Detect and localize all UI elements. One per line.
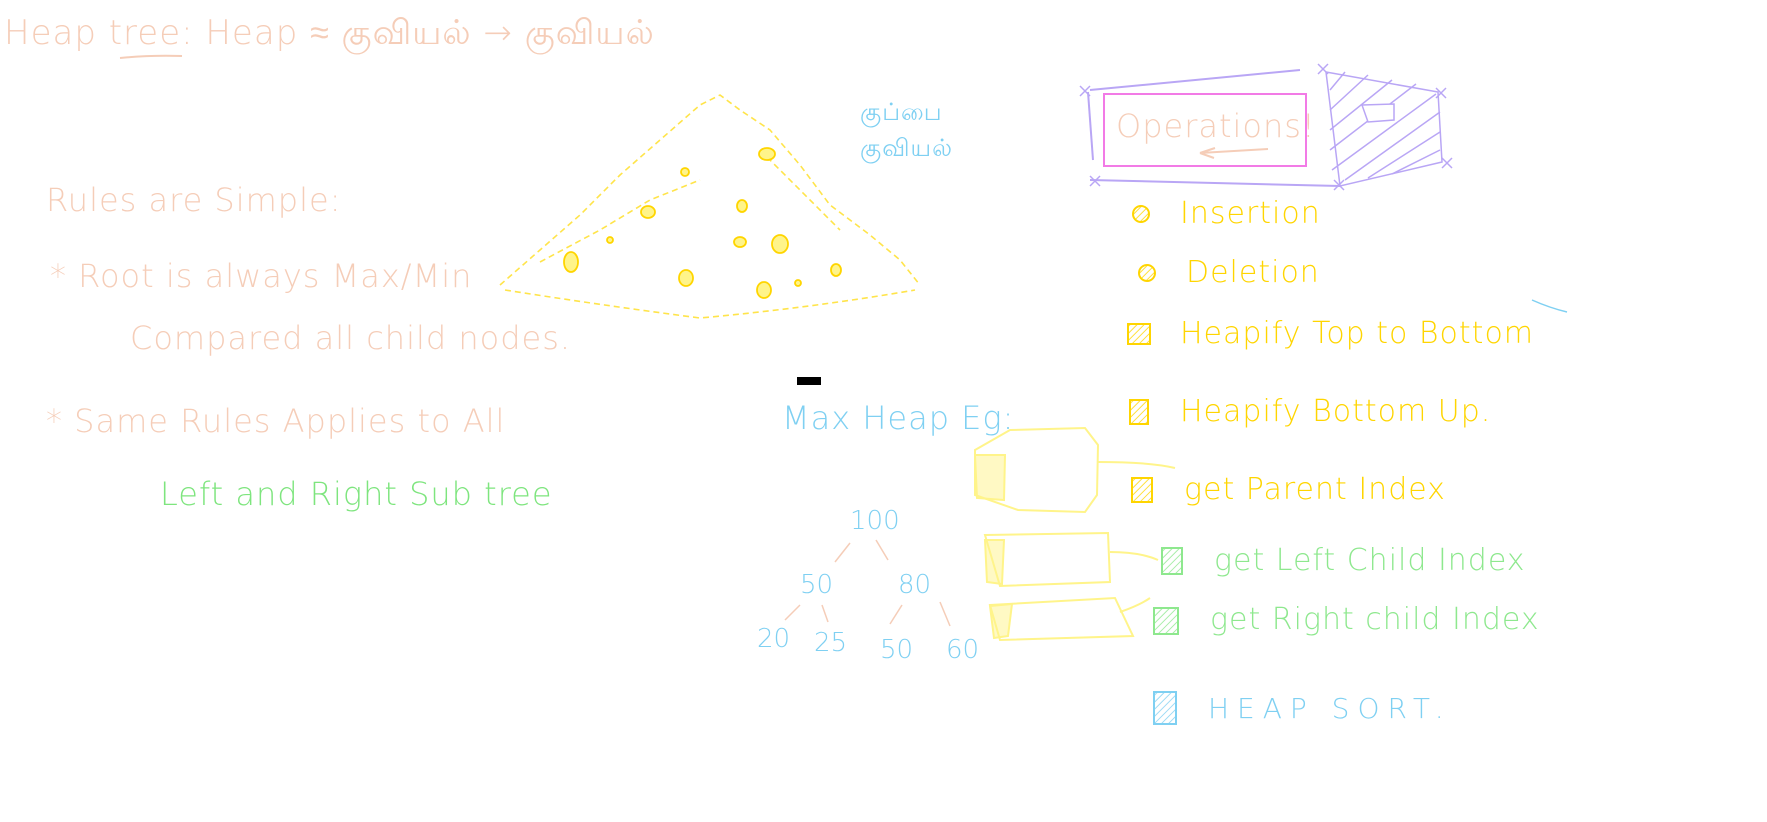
tree-node-root: 100 <box>850 506 900 536</box>
page-title: Heap tree: Heap ≈ குவியல் → குவியல் <box>4 13 655 53</box>
operations-title: Operations! <box>1116 107 1316 145</box>
rubbish-pile-illustration <box>499 94 921 319</box>
operation-label: get Right child Index <box>1210 602 1540 637</box>
operation-label: get Left Child Index <box>1214 543 1526 578</box>
operation-insertion: Insertion <box>1130 196 1321 231</box>
operation-label: Insertion <box>1180 196 1321 231</box>
tree-node-left-right: 25 <box>814 628 848 658</box>
title-underline <box>119 54 183 59</box>
operation-get-left-child-index: get Left Child Index <box>1160 543 1526 578</box>
operation-label: Heapify Bottom Up. <box>1180 394 1492 429</box>
square-bullet-icon <box>1131 476 1153 503</box>
black-marker-mark <box>797 377 821 385</box>
pile-label: குப்பை குவியல் <box>860 94 953 166</box>
rule-1-line-1: * Root is always Max/Min <box>50 257 473 295</box>
operation-get-parent-index: get Parent Index <box>1130 472 1446 507</box>
rule-2-line-1: * Same Rules Applies to All <box>46 402 506 440</box>
max-heap-label: Max Heap Eg: <box>782 399 1015 437</box>
square-bullet-icon <box>1127 322 1151 345</box>
rubbish-pile-blobs <box>563 147 842 299</box>
operation-label: get Parent Index <box>1184 472 1446 507</box>
operation-deletion: Deletion <box>1136 255 1320 290</box>
tree-node-right-right: 60 <box>946 635 980 665</box>
rules-heading: Rules are Simple: <box>46 181 342 219</box>
pile-label-line-2: குவியல் <box>860 134 953 162</box>
tree-node-right: 80 <box>898 570 932 600</box>
operations-shaded-box <box>1325 71 1443 187</box>
pile-label-line-1: குப்பை <box>860 98 943 126</box>
operation-heapify-bottom-up: Heapify Bottom Up. <box>1128 394 1491 429</box>
rule-2-line-2: Left and Right Sub tree <box>160 475 553 513</box>
tree-node-right-left: 50 <box>880 635 914 665</box>
rule-1-line-2: Compared all child nodes. <box>130 319 572 357</box>
square-bullet-icon <box>1153 691 1177 725</box>
operation-label: Heapify Top to Bottom <box>1180 316 1535 351</box>
circle-bullet-icon <box>1132 204 1150 223</box>
square-bullet-icon <box>1161 546 1183 575</box>
index-memory-boxes <box>973 426 1176 642</box>
square-bullet-icon <box>1153 606 1179 635</box>
tree-node-left: 50 <box>800 570 834 600</box>
operation-label: HEAP SORT. <box>1208 691 1452 725</box>
tree-node-left-left: 20 <box>757 624 791 654</box>
stray-stroke <box>1531 299 1568 313</box>
tree-edges <box>784 539 951 627</box>
circle-bullet-icon <box>1138 263 1156 282</box>
operations-frame <box>1079 63 1453 191</box>
operation-heap-sort: HEAP SORT. <box>1152 690 1452 726</box>
square-bullet-icon <box>1129 398 1149 425</box>
operation-label: Deletion <box>1186 255 1320 290</box>
operation-heapify-top-to-bottom: Heapify Top to Bottom <box>1126 316 1534 351</box>
operation-get-right-child-index: get Right child Index <box>1152 602 1540 637</box>
